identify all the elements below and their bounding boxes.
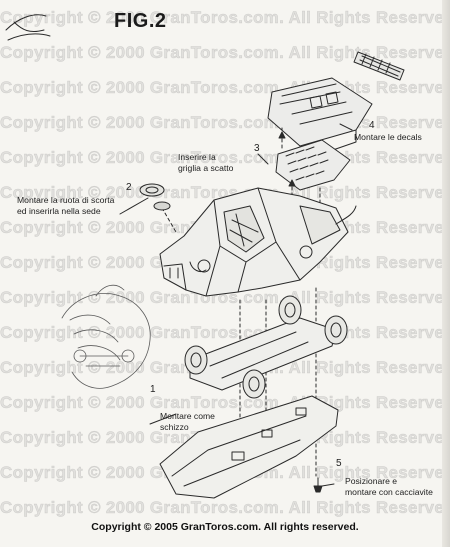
step-label: Montare la ruota di scorta ed inserirla …: [17, 195, 115, 216]
page-edge: [442, 0, 450, 547]
step-number: 5: [336, 458, 342, 469]
step-number: 1: [150, 384, 156, 395]
margin-scribble: [5, 14, 51, 41]
spare-wheel-part: [139, 183, 171, 211]
copyright-footer: Copyright © 2005 GranToros.com. All righ…: [91, 521, 359, 533]
watermark-row: Copyright © 2000 GranToros.com. All Righ…: [0, 498, 450, 517]
step-number: 3: [254, 143, 260, 154]
watermark-row: Copyright © 2000 GranToros.com. All Righ…: [0, 393, 450, 412]
step-label: Inserire la griglia a scatto: [178, 152, 234, 173]
base-plate-part: [159, 395, 339, 499]
wheel-part: [184, 295, 348, 399]
step-label: Posizionare e montare con cacciavite: [345, 476, 433, 497]
grille-part: [275, 139, 351, 191]
step-label: Montare le decals: [354, 132, 422, 142]
louvre-strip-part: [353, 51, 405, 81]
hand-sketch: [61, 284, 151, 389]
watermark-row: Copyright © 2000 GranToros.com. All Righ…: [0, 288, 450, 307]
step-number: 4: [369, 120, 375, 131]
watermark-row: Copyright © 2000 GranToros.com. All Righ…: [0, 8, 450, 27]
step-number: 2: [126, 182, 132, 193]
car-body-part: [159, 187, 357, 297]
screw-part: [313, 477, 323, 493]
chassis-part: [189, 317, 337, 391]
watermark-row: Copyright © 2000 GranToros.com. All Righ…: [0, 43, 450, 62]
step-label: Montare come schizzo: [160, 411, 215, 432]
watermark-row: Copyright © 2000 GranToros.com. All Righ…: [0, 183, 450, 202]
figure-title: FIG.2: [114, 10, 167, 32]
